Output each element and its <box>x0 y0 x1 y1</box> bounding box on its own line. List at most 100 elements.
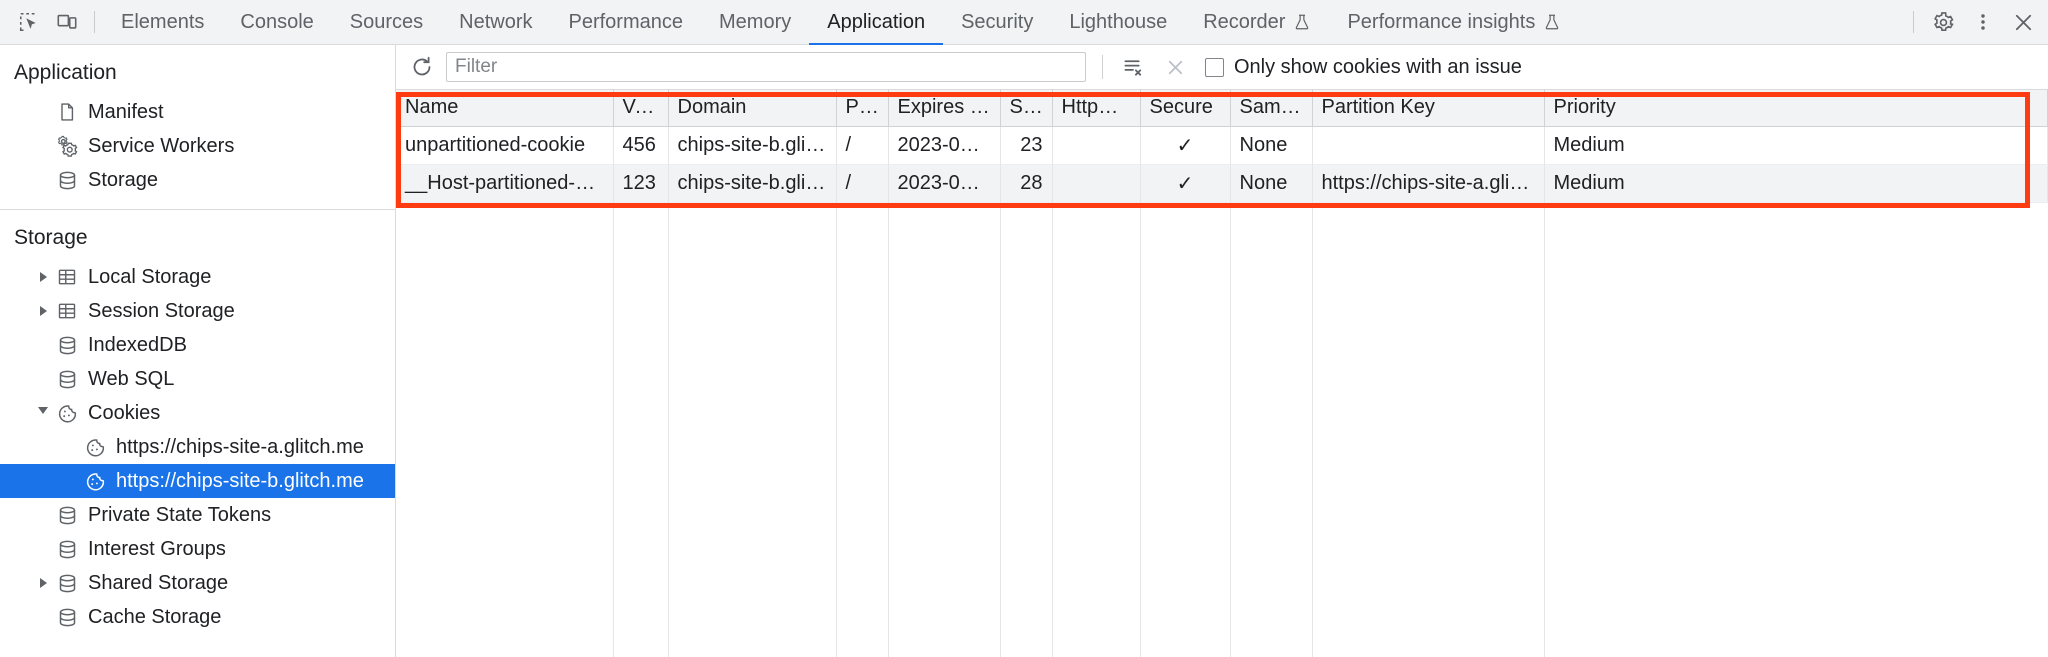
column-header-secure[interactable]: Secure <box>1140 90 1231 127</box>
table-header-row: Name Value Domain Path Expires / M… Size… <box>396 90 2048 127</box>
sidebar-item-label: Shared Storage <box>88 571 229 594</box>
sidebar-item-cookie-site-a[interactable]: https://chips-site-a.glitch.me <box>0 430 395 464</box>
tab-console[interactable]: Console <box>222 1 331 45</box>
sidebar-item-indexeddb[interactable]: IndexedDB <box>0 328 395 362</box>
tab-label: Performance insights <box>1347 10 1536 33</box>
sidebar-item-local-storage[interactable]: Local Storage <box>0 260 395 294</box>
table-icon <box>54 299 80 323</box>
table-row[interactable]: __Host-partitioned-cookie 123 chips-site… <box>396 164 2048 203</box>
cell-domain: chips-site-b.glitch.me <box>668 164 837 203</box>
tab-performance-insights[interactable]: Performance insights <box>1329 1 1579 45</box>
database-icon <box>54 537 80 561</box>
tab-label: Security <box>961 10 1034 33</box>
refresh-icon[interactable] <box>404 51 440 83</box>
cell-secure: ✓ <box>1140 164 1231 203</box>
cell-size: 28 <box>1000 164 1053 203</box>
sidebar-item-label: Private State Tokens <box>88 503 272 526</box>
tab-recorder[interactable]: Recorder <box>1185 1 1329 45</box>
filter-input[interactable] <box>446 52 1086 82</box>
device-toolbar-icon[interactable] <box>48 6 86 38</box>
tab-label: Application <box>827 10 926 33</box>
chevron-right-icon[interactable] <box>34 574 52 592</box>
sidebar-item-storage[interactable]: Storage <box>0 163 395 197</box>
chevron-right-icon[interactable] <box>34 268 52 286</box>
column-header-expires[interactable]: Expires / M… <box>888 90 1001 127</box>
tab-label: Performance <box>568 10 684 33</box>
sidebar-item-cookie-site-b[interactable]: https://chips-site-b.glitch.me <box>0 464 395 498</box>
inspect-element-icon[interactable] <box>10 6 48 38</box>
tab-security[interactable]: Security <box>943 1 1051 45</box>
cell-samesite: None <box>1230 126 1313 165</box>
tab-lighthouse[interactable]: Lighthouse <box>1051 1 1185 45</box>
gear-icon[interactable] <box>1924 6 1962 38</box>
sidebar-item-web-sql[interactable]: Web SQL <box>0 362 395 396</box>
cookie-icon <box>54 401 80 425</box>
clear-all-cookies-icon[interactable] <box>1115 51 1151 83</box>
table-icon <box>54 265 80 289</box>
application-section-title: Application <box>14 61 117 84</box>
tab-label: Network <box>459 10 533 33</box>
only-issues-checkbox-wrapper[interactable]: Only show cookies with an issue <box>1199 56 1528 79</box>
column-header-path[interactable]: Path <box>836 90 889 127</box>
delete-selected-icon[interactable] <box>1157 51 1193 83</box>
cell-value: 456 <box>613 126 669 165</box>
tab-label: Sources <box>349 10 424 33</box>
sidebar-item-shared-storage[interactable]: Shared Storage <box>0 566 395 600</box>
sidebar-item-cookies[interactable]: Cookies <box>0 396 395 430</box>
column-header-domain[interactable]: Domain <box>668 90 837 127</box>
sidebar-item-label: IndexedDB <box>88 333 187 356</box>
sidebar-item-session-storage[interactable]: Session Storage <box>0 294 395 328</box>
chevron-down-icon[interactable] <box>34 404 52 422</box>
column-header-name[interactable]: Name <box>396 90 614 127</box>
tab-label: Elements <box>121 10 205 33</box>
tab-label: Recorder <box>1203 10 1286 33</box>
chevron-right-icon[interactable] <box>34 302 52 320</box>
sidebar-item-interest-groups[interactable]: Interest Groups <box>0 532 395 566</box>
database-icon <box>54 168 80 192</box>
tab-memory[interactable]: Memory <box>701 1 809 45</box>
sidebar-item-manifest[interactable]: Manifest <box>0 95 395 129</box>
tab-label: Memory <box>719 10 792 33</box>
sidebar-item-service-workers[interactable]: Service Workers <box>0 129 395 163</box>
column-header-samesite[interactable]: SameSite <box>1230 90 1313 127</box>
cell-size: 23 <box>1000 126 1053 165</box>
application-section: Application Manifest <box>0 45 395 210</box>
flask-icon <box>1293 13 1311 31</box>
column-header-size[interactable]: Size <box>1000 90 1053 127</box>
sidebar-item-label: Web SQL <box>88 367 175 390</box>
tab-label: Lighthouse <box>1069 10 1168 33</box>
sidebar-item-label: Service Workers <box>88 134 235 157</box>
table-row[interactable]: unpartitioned-cookie 456 chips-site-b.gl… <box>396 126 2048 165</box>
cell-partition-key <box>1312 126 1545 165</box>
column-header-priority[interactable]: Priority <box>1544 90 2048 127</box>
only-issues-checkbox[interactable] <box>1205 57 1224 77</box>
cookie-icon <box>82 469 108 493</box>
column-header-partition-key[interactable]: Partition Key <box>1312 90 1545 127</box>
column-header-value[interactable]: Value <box>613 90 669 127</box>
cell-httponly <box>1052 164 1141 203</box>
cookies-table: Name Value Domain Path Expires / M… Size… <box>396 90 2048 203</box>
table-column-gridlines <box>396 127 2048 657</box>
tab-application[interactable]: Application <box>809 1 944 45</box>
more-vertical-icon[interactable] <box>1964 6 2002 38</box>
tab-performance[interactable]: Performance <box>551 1 702 45</box>
cookies-filter-toolbar: Only show cookies with an issue <box>396 45 2048 90</box>
cell-value: 123 <box>613 164 669 203</box>
document-icon <box>54 100 80 124</box>
sidebar-item-cache-storage[interactable]: Cache Storage <box>0 600 395 634</box>
sidebar-item-private-state-tokens[interactable]: Private State Tokens <box>0 498 395 532</box>
cell-partition-key: https://chips-site-a.glitch.me <box>1312 164 1545 203</box>
sidebar-item-label: https://chips-site-a.glitch.me <box>116 435 364 458</box>
tab-sources[interactable]: Sources <box>332 1 441 45</box>
close-icon[interactable] <box>2004 6 2042 38</box>
database-icon <box>54 333 80 357</box>
gears-icon <box>54 134 80 158</box>
cell-expires: 2023-07-07… <box>888 164 1001 203</box>
column-header-httponly[interactable]: HttpOnly <box>1052 90 1141 127</box>
cell-name: __Host-partitioned-cookie <box>396 164 614 203</box>
tab-elements[interactable]: Elements <box>103 1 222 45</box>
tab-network[interactable]: Network <box>441 1 550 45</box>
flask-icon <box>1543 13 1561 31</box>
toolbar-divider <box>94 11 95 33</box>
